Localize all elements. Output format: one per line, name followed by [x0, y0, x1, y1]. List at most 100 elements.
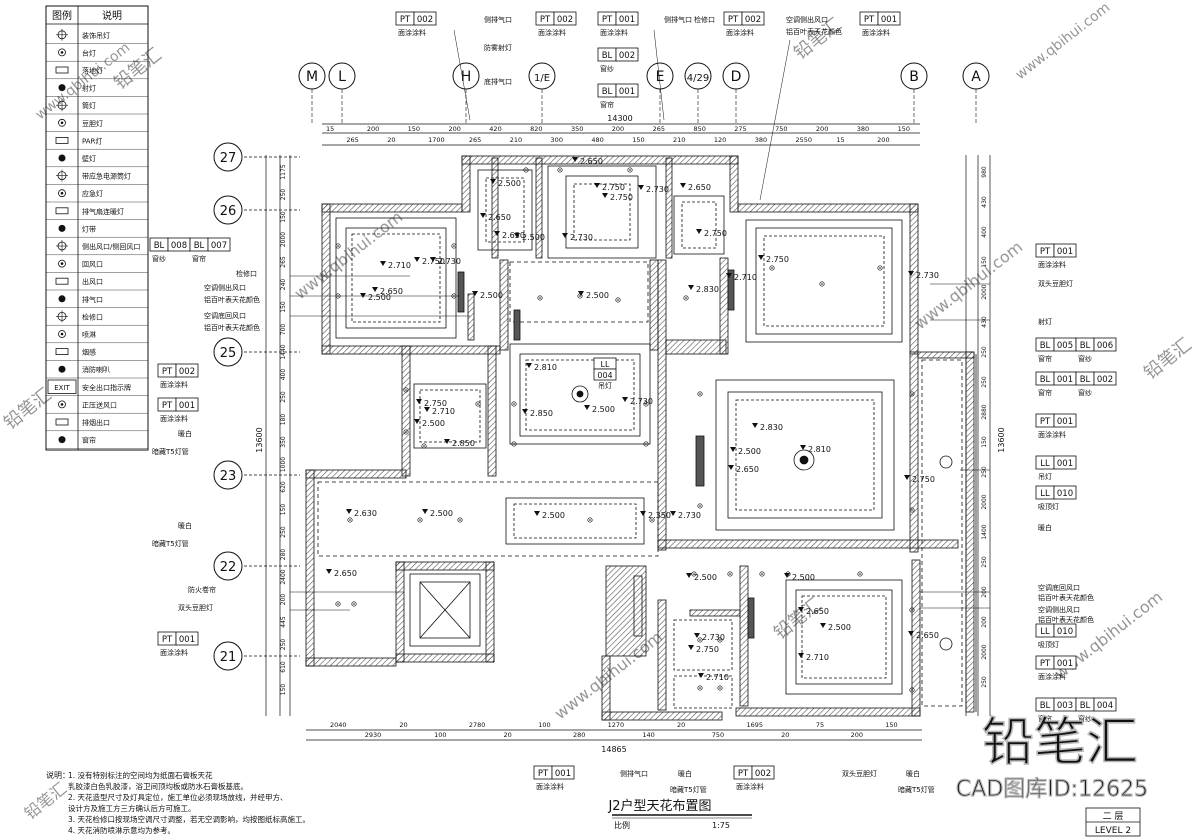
dim-text: 280 [280, 549, 287, 561]
dim-text: 480 [591, 136, 603, 144]
dim-bottom-total: 14865 [601, 745, 626, 754]
dim-left-total: 13600 [255, 427, 264, 452]
notes-line: 2. 天花造型尺寸及灯具定位，施工单位必须现场放线，并经甲方、 [68, 792, 288, 802]
watermark-brand: 铅笔汇 [1140, 334, 1195, 384]
floor-plan-walls [305, 155, 975, 721]
ceiling-height-text: 2.730 [438, 257, 461, 266]
tag-num: 001 [179, 635, 195, 645]
callout-note: 空调底回风口 [204, 311, 246, 320]
downlight-icon [537, 295, 543, 301]
supply-vent-icon [55, 277, 69, 285]
tag-num: 005 [1057, 341, 1073, 351]
legend-item-label: 豆胆灯 [82, 119, 103, 128]
grid-bubble-top: B [900, 62, 928, 124]
downlight-icon [691, 571, 697, 577]
dim-text: 980 [981, 166, 988, 178]
grid-bubble-top: H [452, 62, 480, 124]
dim-text: 265 [346, 136, 358, 144]
ceiling-height-mark: 2.730 [694, 633, 725, 642]
tag-num: 001 [1057, 659, 1073, 669]
downlight-icon [557, 167, 563, 173]
dim-text: 430 [981, 316, 988, 328]
dim-text: 200 [851, 731, 863, 739]
dim-text: 265 [653, 125, 665, 133]
tag-num: 008 [171, 241, 187, 251]
tag-code: BL [1080, 341, 1091, 351]
legend-header-desc: 说明 [102, 9, 122, 22]
tag-code: BL [194, 241, 205, 251]
legend-item-label: 消防喇叭 [82, 365, 110, 374]
dim-text: 20 [387, 136, 395, 144]
notes-line: 4. 天花消防喷淋示意均为参考。 [68, 825, 175, 835]
ceiling-height-mark: 2.500 [730, 447, 761, 456]
callout-note: 铝百叶表天花颜色 [204, 295, 260, 304]
tag-note: 窗帘 [600, 100, 614, 109]
dim-text: 350 [280, 436, 287, 448]
tag-num: 002 [619, 51, 635, 61]
grid-label: 4/29 [687, 73, 709, 84]
dim-text: 2930 [365, 731, 382, 739]
downlight-icon [759, 571, 765, 577]
downlight-icon [649, 517, 655, 523]
dim-text: 250 [981, 376, 988, 388]
dim-text: 15 [326, 125, 334, 133]
grid-bubble-left: 25 [213, 337, 243, 367]
dim-text: 350 [571, 125, 583, 133]
dim-text: 2000 [981, 284, 988, 299]
ceiling-height-mark: 2.710 [380, 261, 411, 270]
tag-code: PT [738, 769, 749, 779]
dim-text: 380 [755, 136, 767, 144]
dim-text: 250 [981, 556, 988, 568]
tag-code: BL [602, 87, 613, 97]
ceiling-height-text: 2.750 [602, 183, 625, 192]
ceiling-height-text: 2.500 [542, 511, 565, 520]
grid-label: 1/E [534, 73, 550, 84]
dim-text: 250 [981, 346, 988, 358]
dim-text: 2880 [981, 404, 988, 419]
ceiling-height-mark: 2.500 [578, 291, 609, 300]
scale-value: 1:75 [712, 821, 730, 830]
dim-text: 2400 [280, 569, 287, 584]
ceiling-height-text: 2.730 [678, 511, 701, 520]
watermark-logo: 铅笔汇 CAD图库ID:12625 [955, 712, 1148, 802]
dim-text: 150 [981, 436, 988, 448]
tag-num: 001 [881, 15, 897, 25]
leader-line [453, 29, 471, 121]
grid-bubble-top: M [298, 62, 326, 124]
dim-text: 140 [642, 731, 654, 739]
dim-text: 150 [898, 125, 910, 133]
dim-text: 400 [981, 226, 988, 238]
ceiling-height-mark: 2.730 [638, 185, 669, 194]
dim-text: 2780 [469, 721, 486, 729]
side-vent-icon [56, 240, 68, 252]
watermark-url: www.qbihui.com [911, 237, 1026, 333]
dim-text: 750 [712, 731, 724, 739]
tag-num: 003 [1057, 701, 1073, 711]
legend-table: 图例 说明 装饰吊灯台灯落地灯射灯筒灯豆胆灯PAR灯壁灯带应急电源筒灯应急灯排气… [45, 5, 149, 451]
callout-note: 铝百叶表天花颜色 [1038, 615, 1094, 624]
legend-item-label: PAR灯 [82, 136, 102, 145]
ceiling-height-text: 2.500 [738, 447, 761, 456]
legend-item-label: 射灯 [82, 84, 96, 93]
callout-note: 暖白 [906, 769, 920, 778]
ceiling-height-mark: 2.500 [360, 293, 391, 302]
grid-label: A [971, 69, 981, 85]
ceiling-height-text: 2.650 [916, 631, 939, 640]
downlight-icon [697, 391, 703, 397]
drawing-title-block: J2户型天花布置图 比例 1:75 二 层 LEVEL 2 [607, 798, 1141, 837]
tag-num: 004 [597, 371, 612, 380]
ceiling-height-text: 2.750 [766, 255, 789, 264]
ceiling-features [317, 165, 977, 712]
downlight-icon [475, 401, 481, 407]
callout-note: 铝百叶表天花颜色 [786, 27, 842, 36]
callout-note: 防雾射灯 [484, 43, 512, 52]
ceiling-height-text: 2.500 [498, 179, 521, 188]
tag-code: PT [162, 635, 173, 645]
curtain-icon [58, 436, 66, 444]
